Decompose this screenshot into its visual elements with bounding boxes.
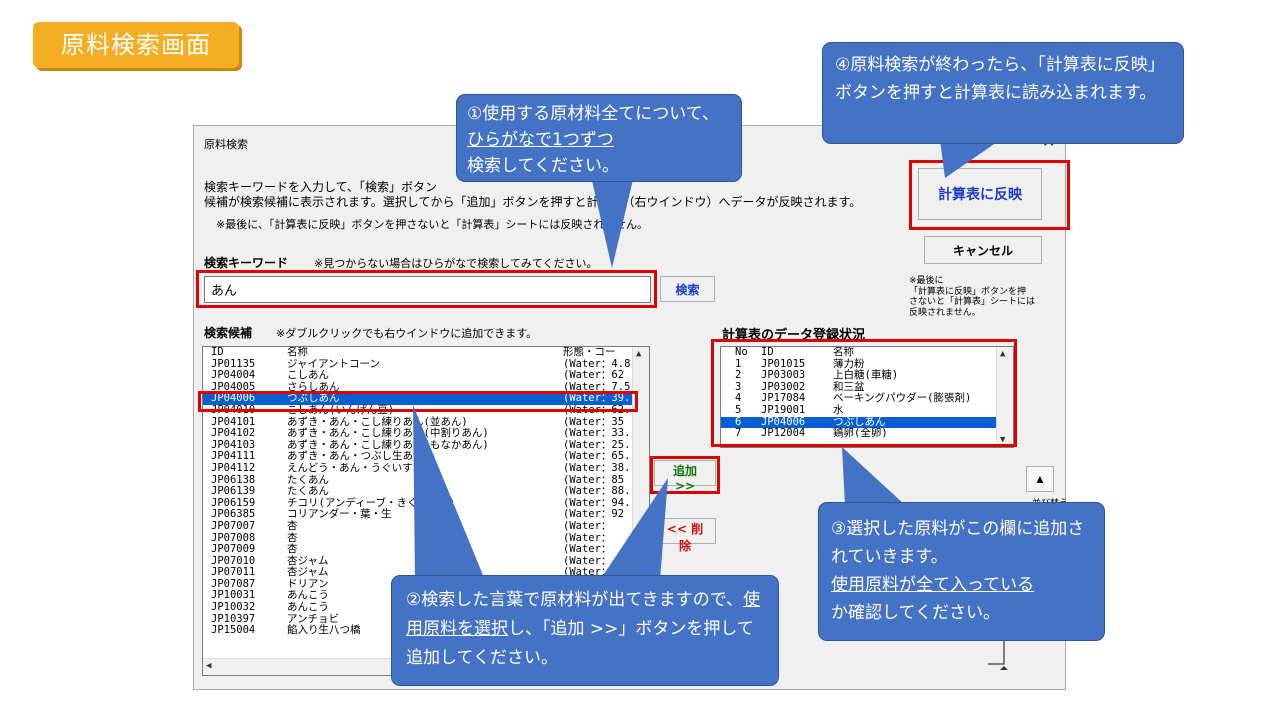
registered-list-highlight [711, 339, 1017, 447]
keyword-note: ※見つからない場合はひらがなで検索してみてください。 [314, 257, 598, 270]
callout-3: ③選択した原料がこの欄に追加されていきます。使用原料が全て入っているか確認してく… [818, 502, 1105, 641]
instruction-line-3: ※最後に、「計算表に反映」ボタンを押さないと「計算表」シートには反映されません。 [216, 218, 649, 231]
candidates-label: 検索候補 [204, 326, 253, 340]
delete-button[interactable]: << 削除 [654, 518, 716, 553]
instruction-line-1: 検索キーワードを入力して、「検索」ボタン [204, 180, 438, 194]
reflect-button-highlight [909, 160, 1070, 230]
keyword-highlight [196, 270, 657, 308]
scroll-down-icon[interactable]: ▼ [1000, 435, 1006, 445]
instruction-line-2: 候補が検索候補に表示されます。選択してから「追加」ボタンを押すと計算表（右ウイン… [204, 195, 862, 209]
page-title: 原料検索画面 [33, 22, 239, 68]
scroll-left-icon[interactable]: ◀ [206, 661, 212, 671]
side-note: ※最後に 「計算表に反映」ボタンを押 さないと「計算表」シートには 反映されませ… [909, 276, 1036, 318]
add-button[interactable]: 追加 >> [654, 460, 716, 493]
add-button-highlight [650, 456, 720, 494]
keyword-input[interactable] [204, 276, 651, 303]
callout-2: ②検索した言葉で原材料が出てきますので、使用原料を選択し、「追加 >>」ボタンを… [391, 575, 779, 686]
candidates-note: ※ダブルクリックでも右ウインドウに追加できます。 [276, 327, 538, 340]
pointer-2b [600, 478, 668, 580]
pointer-3 [842, 447, 905, 505]
registered-header: No ID 名称 [735, 346, 854, 358]
pointer-2a [413, 405, 485, 580]
scroll-corner-icon [988, 640, 1008, 670]
registered-vertical-scrollbar[interactable]: ▲ ▼ [996, 347, 1013, 447]
move-up-button[interactable]: ▲ [1026, 466, 1054, 492]
dialog-title: 原料検索 [204, 138, 248, 151]
callout-4: ④原料検索が終わったら、「計算表に反映」ボタンを押すと計算表に読み込まれます。 [822, 42, 1184, 144]
search-button[interactable]: 検索 [660, 276, 715, 302]
scroll-up-icon[interactable]: ▲ [1000, 349, 1006, 359]
reflect-to-sheet-button[interactable]: 計算表に反映 [918, 168, 1042, 220]
candidate-header: ID 名称 形態・コー [211, 346, 616, 358]
keyword-label: 検索キーワード [204, 256, 289, 270]
cancel-button[interactable]: キャンセル [924, 236, 1042, 264]
callout-1: ①使用する原材料全てについて、ひらがなで1つずつ検索してください。 [456, 94, 742, 182]
scroll-up-icon[interactable]: ▲ [636, 349, 642, 359]
selected-candidate-highlight [198, 391, 638, 412]
pointer-4 [940, 140, 1000, 178]
